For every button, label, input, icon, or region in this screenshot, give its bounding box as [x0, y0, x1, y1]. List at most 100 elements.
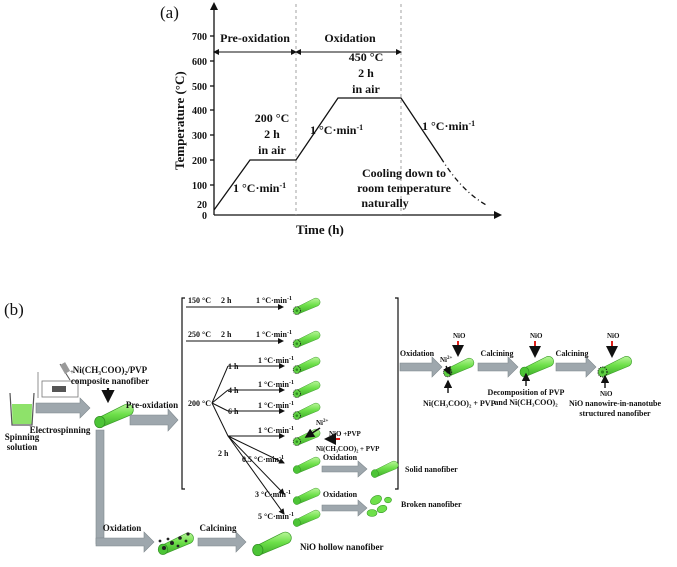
calcining-arrow-bottom	[197, 531, 247, 553]
y-tick-label: 0	[202, 211, 207, 222]
nio-label-4: NiO	[600, 390, 613, 398]
branch-time: 6 h	[228, 407, 239, 416]
ramp2-label: 1 °C·min-1	[310, 123, 363, 137]
phase-label-bg	[218, 30, 294, 46]
y-tick-label: 100	[192, 181, 207, 192]
ramp3-label: 1 °C·min-1	[422, 119, 475, 133]
cond-200-temp: 200 °C	[188, 399, 211, 408]
svg-text:+: +	[70, 368, 74, 376]
cond-250-temp: 250 °C	[188, 330, 211, 339]
branch-rate: 1 °C·min-1	[258, 401, 294, 410]
decomp-line2: and Ni(CH₃COO)₂	[494, 398, 558, 407]
nio-label-2: NiO	[530, 332, 543, 340]
branch-rate: 1 °C·min-1	[258, 380, 294, 389]
hold1-temp: 200 °C	[255, 111, 289, 125]
electrospinning-apparatus-icon: +	[37, 362, 79, 398]
branch-rate: 1 °C·min-1	[258, 426, 294, 435]
hold1-time: 2 h	[264, 127, 280, 141]
cond-150-time: 2 h	[221, 296, 232, 305]
porous-fiber-icon	[157, 532, 194, 556]
branch-time: 2 h	[218, 449, 229, 458]
right-bracket	[395, 297, 399, 490]
hold2-time: 2 h	[358, 66, 374, 80]
hold2-temp: 450 °C	[349, 50, 383, 64]
x-axis-title: Time (h)	[296, 222, 344, 237]
ni2-arrow-right	[443, 365, 451, 376]
solid-nanofiber	[370, 460, 399, 478]
electrospinning-arrow	[35, 397, 91, 419]
fiber-4h	[292, 380, 321, 399]
oxidation-arrow-solid	[321, 460, 368, 478]
ni-acetate-label-right: Ni(CH₃COO)₂ + PVP	[423, 399, 496, 408]
branch-rate: 3 °C·min-1	[255, 490, 291, 499]
nio-hollow-label: NiO hollow nanofiber	[300, 542, 384, 552]
fiber-150	[292, 297, 321, 316]
nio-pvp-label: NiO +PVP	[329, 430, 362, 438]
nio-label-3: NiO	[607, 332, 620, 340]
oxidation-label-solid: Oxidation	[323, 453, 358, 462]
cooling-note-line2: room temperature	[357, 181, 452, 195]
fiber-after-decomposition	[519, 355, 555, 378]
pre-oxidation-arrow	[129, 408, 179, 432]
oxidation-label-right: Oxidation	[400, 349, 435, 358]
fiber-250	[292, 330, 321, 349]
calcining-label-bottom: Calcining	[199, 523, 237, 533]
calcining-arrow-right-2	[555, 356, 597, 378]
hold2-atmosphere: in air	[352, 82, 380, 96]
branch-rate: 0.5 °C·min-1	[242, 455, 284, 464]
calcining-arrow-right-1	[477, 356, 519, 378]
cond-250-rate: 1 °C·min-1	[256, 330, 292, 339]
ramp1-label: 1 °C·min-1	[233, 181, 286, 195]
pre-oxidation-label: Pre-oxidation	[126, 400, 178, 410]
broken-nanofiber-icon	[366, 495, 392, 517]
final-line1: NiO nanowire-in-nanotube	[569, 399, 662, 408]
hold1-atmosphere: in air	[258, 143, 286, 157]
fan-lines-200	[211, 363, 285, 515]
panel-b-label: (b)	[4, 300, 24, 319]
phase-oxidation: Oxidation	[324, 31, 376, 45]
fiber-3rate	[292, 487, 321, 505]
fiber-6h	[292, 402, 321, 421]
y-ticks: 700 600 500 400 300 200 100 20 0	[192, 32, 214, 222]
composite-label-line1: Ni(CH₃COO)₂/PVP	[73, 365, 148, 375]
spinning-solution-line1: Spinning	[5, 432, 40, 442]
broken-nanofiber-label: Broken nanofiber	[401, 500, 462, 509]
branch-rate: 1 °C·min-1	[258, 356, 294, 365]
cooling-curve	[440, 157, 489, 207]
fiber-5rate	[292, 509, 321, 527]
oxidation-arrow-broken	[321, 499, 368, 517]
branch-time: 1 h	[228, 362, 239, 371]
y-axis-arrowhead	[210, 2, 218, 10]
branch-time: 4 h	[228, 386, 239, 395]
row-150: 150 °C 2 h 1 °C·min-1	[186, 296, 321, 316]
panel-a: (a) 700 600 500 400 300 200 100 20 0 Tem…	[160, 2, 502, 237]
composite-label-line2: composite nanofiber	[71, 376, 149, 386]
ni2-label-right: Ni2+	[440, 356, 453, 364]
cooling-note-line3: naturally	[361, 196, 408, 210]
oxidation-label-bottom: Oxidation	[103, 523, 142, 533]
decomp-line1: Decomposition of PVP	[488, 388, 565, 397]
branch-rate: 5 °C·min-1	[258, 512, 294, 521]
fiber-0.5rate	[292, 456, 321, 474]
phase-label-bg	[322, 30, 378, 46]
y-axis-title: Temperature (°C)	[172, 71, 187, 170]
calcining-label-right-1: Calcining	[481, 349, 514, 358]
panel-a-label: (a)	[160, 3, 179, 22]
y-tick-label: 300	[192, 131, 207, 142]
calcining-label-right-2: Calcining	[556, 349, 589, 358]
cond-250-time: 2 h	[221, 330, 232, 339]
fiber-1h	[292, 356, 321, 375]
cond-150-rate: 1 °C·min-1	[256, 296, 292, 305]
electrospinning-label: Electrospinning	[30, 425, 91, 435]
row-250: 250 °C 2 h 1 °C·min-1	[186, 330, 321, 349]
oxidation-arrow-right	[399, 356, 443, 378]
nio-label-1: NiO	[453, 332, 466, 340]
spinning-solution-line2: solution	[7, 442, 38, 452]
nanowire-in-nanotube-fiber	[597, 355, 633, 378]
oxidation-label-broken: Oxidation	[323, 490, 358, 499]
ni2-label: Ni2+	[316, 419, 329, 427]
y-tick-label: 20	[197, 200, 207, 211]
y-tick-label: 700	[192, 32, 207, 43]
y-tick-label: 400	[192, 106, 207, 117]
